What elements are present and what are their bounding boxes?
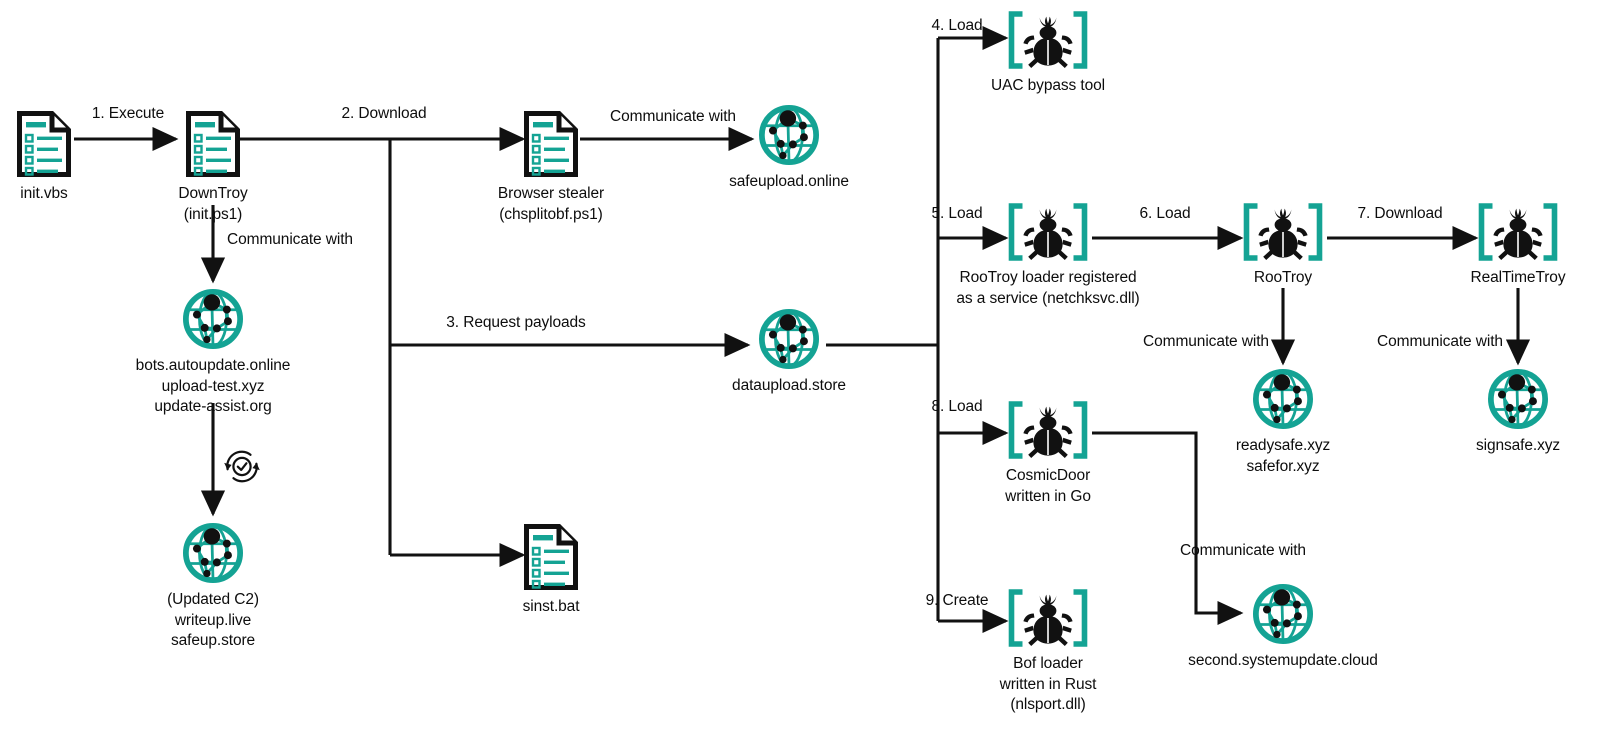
edge-label-step-8: 8. Load <box>931 398 983 415</box>
document-icon <box>83 110 343 178</box>
edge-label-step-4: 4. Load <box>931 17 983 34</box>
node-second-systemupdate: second.systemupdate.cloud <box>1153 583 1413 672</box>
globe-icon <box>1153 368 1413 430</box>
edge-label-comm-stealer: Communicate with <box>610 108 736 125</box>
node-dataupload-store: dataupload.store <box>659 308 919 397</box>
node-updated-c2: (Updated C2) writeup.live safeup.store <box>83 522 343 652</box>
node-rootroy: RooTroy <box>1153 202 1413 289</box>
globe-icon <box>659 308 919 370</box>
edge-label-step-6: 6. Load <box>1139 205 1191 222</box>
bug-icon <box>918 202 1178 262</box>
update-sync-icon <box>220 445 264 494</box>
document-icon <box>421 523 681 591</box>
node-bof-loader: Bof loader written in Rust (nlsport.dll) <box>918 588 1178 716</box>
globe-icon <box>659 104 919 166</box>
node-safeupload-online: safeupload.online <box>659 104 919 193</box>
edge-label-comm-realtime: Communicate with <box>1377 333 1503 350</box>
bug-icon <box>1388 202 1600 262</box>
document-icon <box>421 110 681 178</box>
bug-icon <box>918 10 1178 70</box>
node-uac-bypass-tool: UAC bypass tool <box>918 10 1178 97</box>
edge-label-comm-cosmicdoor: Communicate with <box>1180 542 1306 559</box>
edge-label-step-9: 9. Create <box>925 592 989 609</box>
node-label: RealTimeTroy <box>1470 269 1566 286</box>
globe-icon <box>83 288 343 350</box>
globe-icon <box>83 522 343 584</box>
node-label: init.vbs <box>20 185 68 202</box>
node-label: RooTroy <box>1253 269 1313 286</box>
edge-label-step-7: 7. Download <box>1357 205 1443 222</box>
node-label: readysafe.xyz safefor.xyz <box>1235 437 1331 475</box>
bug-icon <box>1153 202 1413 262</box>
node-label: sinst.bat <box>522 598 580 615</box>
node-label: CosmicDoor written in Go <box>1005 467 1091 505</box>
globe-icon <box>1388 368 1600 430</box>
node-sinst-bat: sinst.bat <box>421 523 681 618</box>
node-browser-stealer: Browser stealer (chsplitobf.ps1) <box>421 110 681 225</box>
node-label: DownTroy (init.ps1) <box>178 185 248 223</box>
bug-icon <box>918 588 1178 648</box>
node-downtroy: DownTroy (init.ps1) <box>83 110 343 225</box>
node-label: safeupload.online <box>729 173 849 190</box>
node-label: RooTroy loader registered as a service (… <box>956 269 1140 307</box>
node-label: dataupload.store <box>732 377 846 394</box>
node-init-vbs: init.vbs <box>0 110 174 205</box>
edge-label-step-1: 1. Execute <box>91 105 165 122</box>
edge-label-step-5: 5. Load <box>931 205 983 222</box>
node-rootroy-loader: RooTroy loader registered as a service (… <box>918 202 1178 309</box>
edge-label-step-2: 2. Download <box>341 105 427 122</box>
edge-label-comm-rootroy: Communicate with <box>1143 333 1269 350</box>
node-signsafe: signsafe.xyz <box>1388 368 1600 457</box>
node-realtimetroy: RealTimeTroy <box>1388 202 1600 289</box>
globe-icon <box>1153 583 1413 645</box>
node-label: second.systemupdate.cloud <box>1188 652 1378 669</box>
node-label: bots.autoupdate.online upload-test.xyz u… <box>135 357 291 416</box>
node-label: (Updated C2) writeup.live safeup.store <box>167 591 259 650</box>
edge-label-comm-downtroy: Communicate with <box>227 231 353 248</box>
node-readysafe: readysafe.xyz safefor.xyz <box>1153 368 1413 477</box>
edge-label-step-3: 3. Request payloads <box>446 314 586 331</box>
node-bots-autoupdate: bots.autoupdate.online upload-test.xyz u… <box>83 288 343 418</box>
node-cosmicdoor: CosmicDoor written in Go <box>918 400 1178 507</box>
document-icon <box>0 110 174 178</box>
bug-icon <box>918 400 1178 460</box>
node-label: Bof loader written in Rust (nlsport.dll) <box>999 655 1097 714</box>
node-label: UAC bypass tool <box>991 77 1105 94</box>
node-label: Browser stealer (chsplitobf.ps1) <box>497 185 605 223</box>
node-label: signsafe.xyz <box>1475 437 1561 454</box>
